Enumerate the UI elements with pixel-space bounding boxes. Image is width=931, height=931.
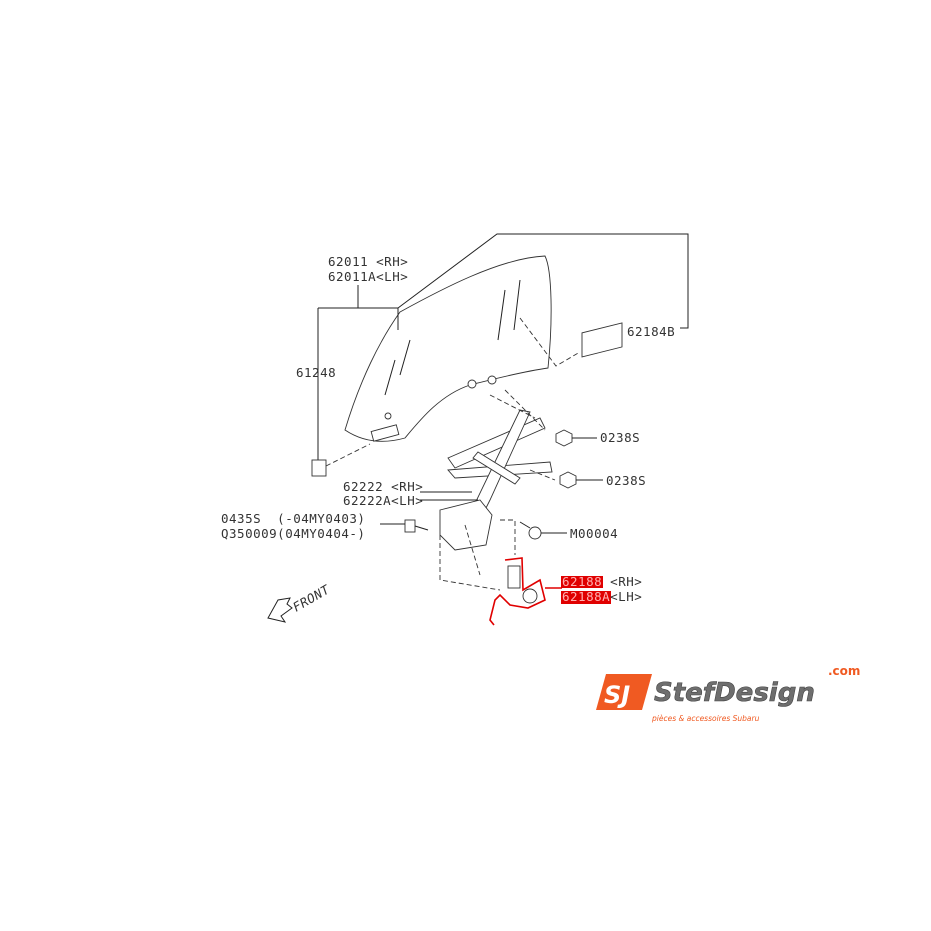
- label-plate-code[interactable]: 62184B: [627, 324, 675, 339]
- label-nut-upper[interactable]: 0238S: [600, 430, 640, 445]
- label-motor-rh-side: <RH>: [602, 574, 642, 589]
- label-front: FRONT: [290, 581, 333, 615]
- label-bolt-m[interactable]: M00004: [570, 526, 618, 541]
- label-nut-lower[interactable]: 0238S: [606, 473, 646, 488]
- label-plate[interactable]: [581, 322, 623, 358]
- label-regulator-rh[interactable]: 62222 <RH>: [343, 479, 423, 494]
- svg-text:SJ: SJ: [604, 681, 630, 709]
- regulator-motor[interactable]: [489, 557, 546, 626]
- stefdesign-logo: SJ StefDesign .com pièces & accessoires …: [596, 664, 860, 723]
- nut-upper[interactable]: [555, 429, 573, 447]
- label-regulator-lh[interactable]: 62222A<LH>: [343, 493, 423, 508]
- label-motor-lh-side: <LH>: [610, 589, 642, 604]
- label-bolt-b[interactable]: Q350009(04MY0404-): [221, 526, 365, 541]
- logo-brand: StefDesign: [654, 678, 815, 708]
- label-clip[interactable]: 61248: [296, 365, 336, 380]
- label-motor-lh-code[interactable]: 62188A: [562, 589, 610, 604]
- window-regulator[interactable]: [439, 409, 553, 551]
- label-glass-lh[interactable]: 62011A<LH>: [328, 269, 408, 284]
- logo-tagline: pièces & accessoires Subaru: [651, 714, 760, 723]
- front-arrow-icon: [267, 597, 293, 623]
- logo-tld: .com: [828, 664, 860, 678]
- nut-lower[interactable]: [559, 471, 577, 489]
- label-motor-rh: 62188 <RH>: [562, 574, 642, 589]
- bolt-m00004[interactable]: [519, 521, 542, 540]
- label-bolt-a[interactable]: 0435S (-04MY0403): [221, 511, 365, 526]
- label-motor-lh: 62188A<LH>: [562, 589, 642, 604]
- label-glass-rh[interactable]: 62011 <RH>: [328, 254, 408, 269]
- bolt-left[interactable]: [404, 519, 429, 533]
- label-motor-rh-code[interactable]: 62188: [562, 574, 602, 589]
- clip-part[interactable]: [311, 459, 327, 477]
